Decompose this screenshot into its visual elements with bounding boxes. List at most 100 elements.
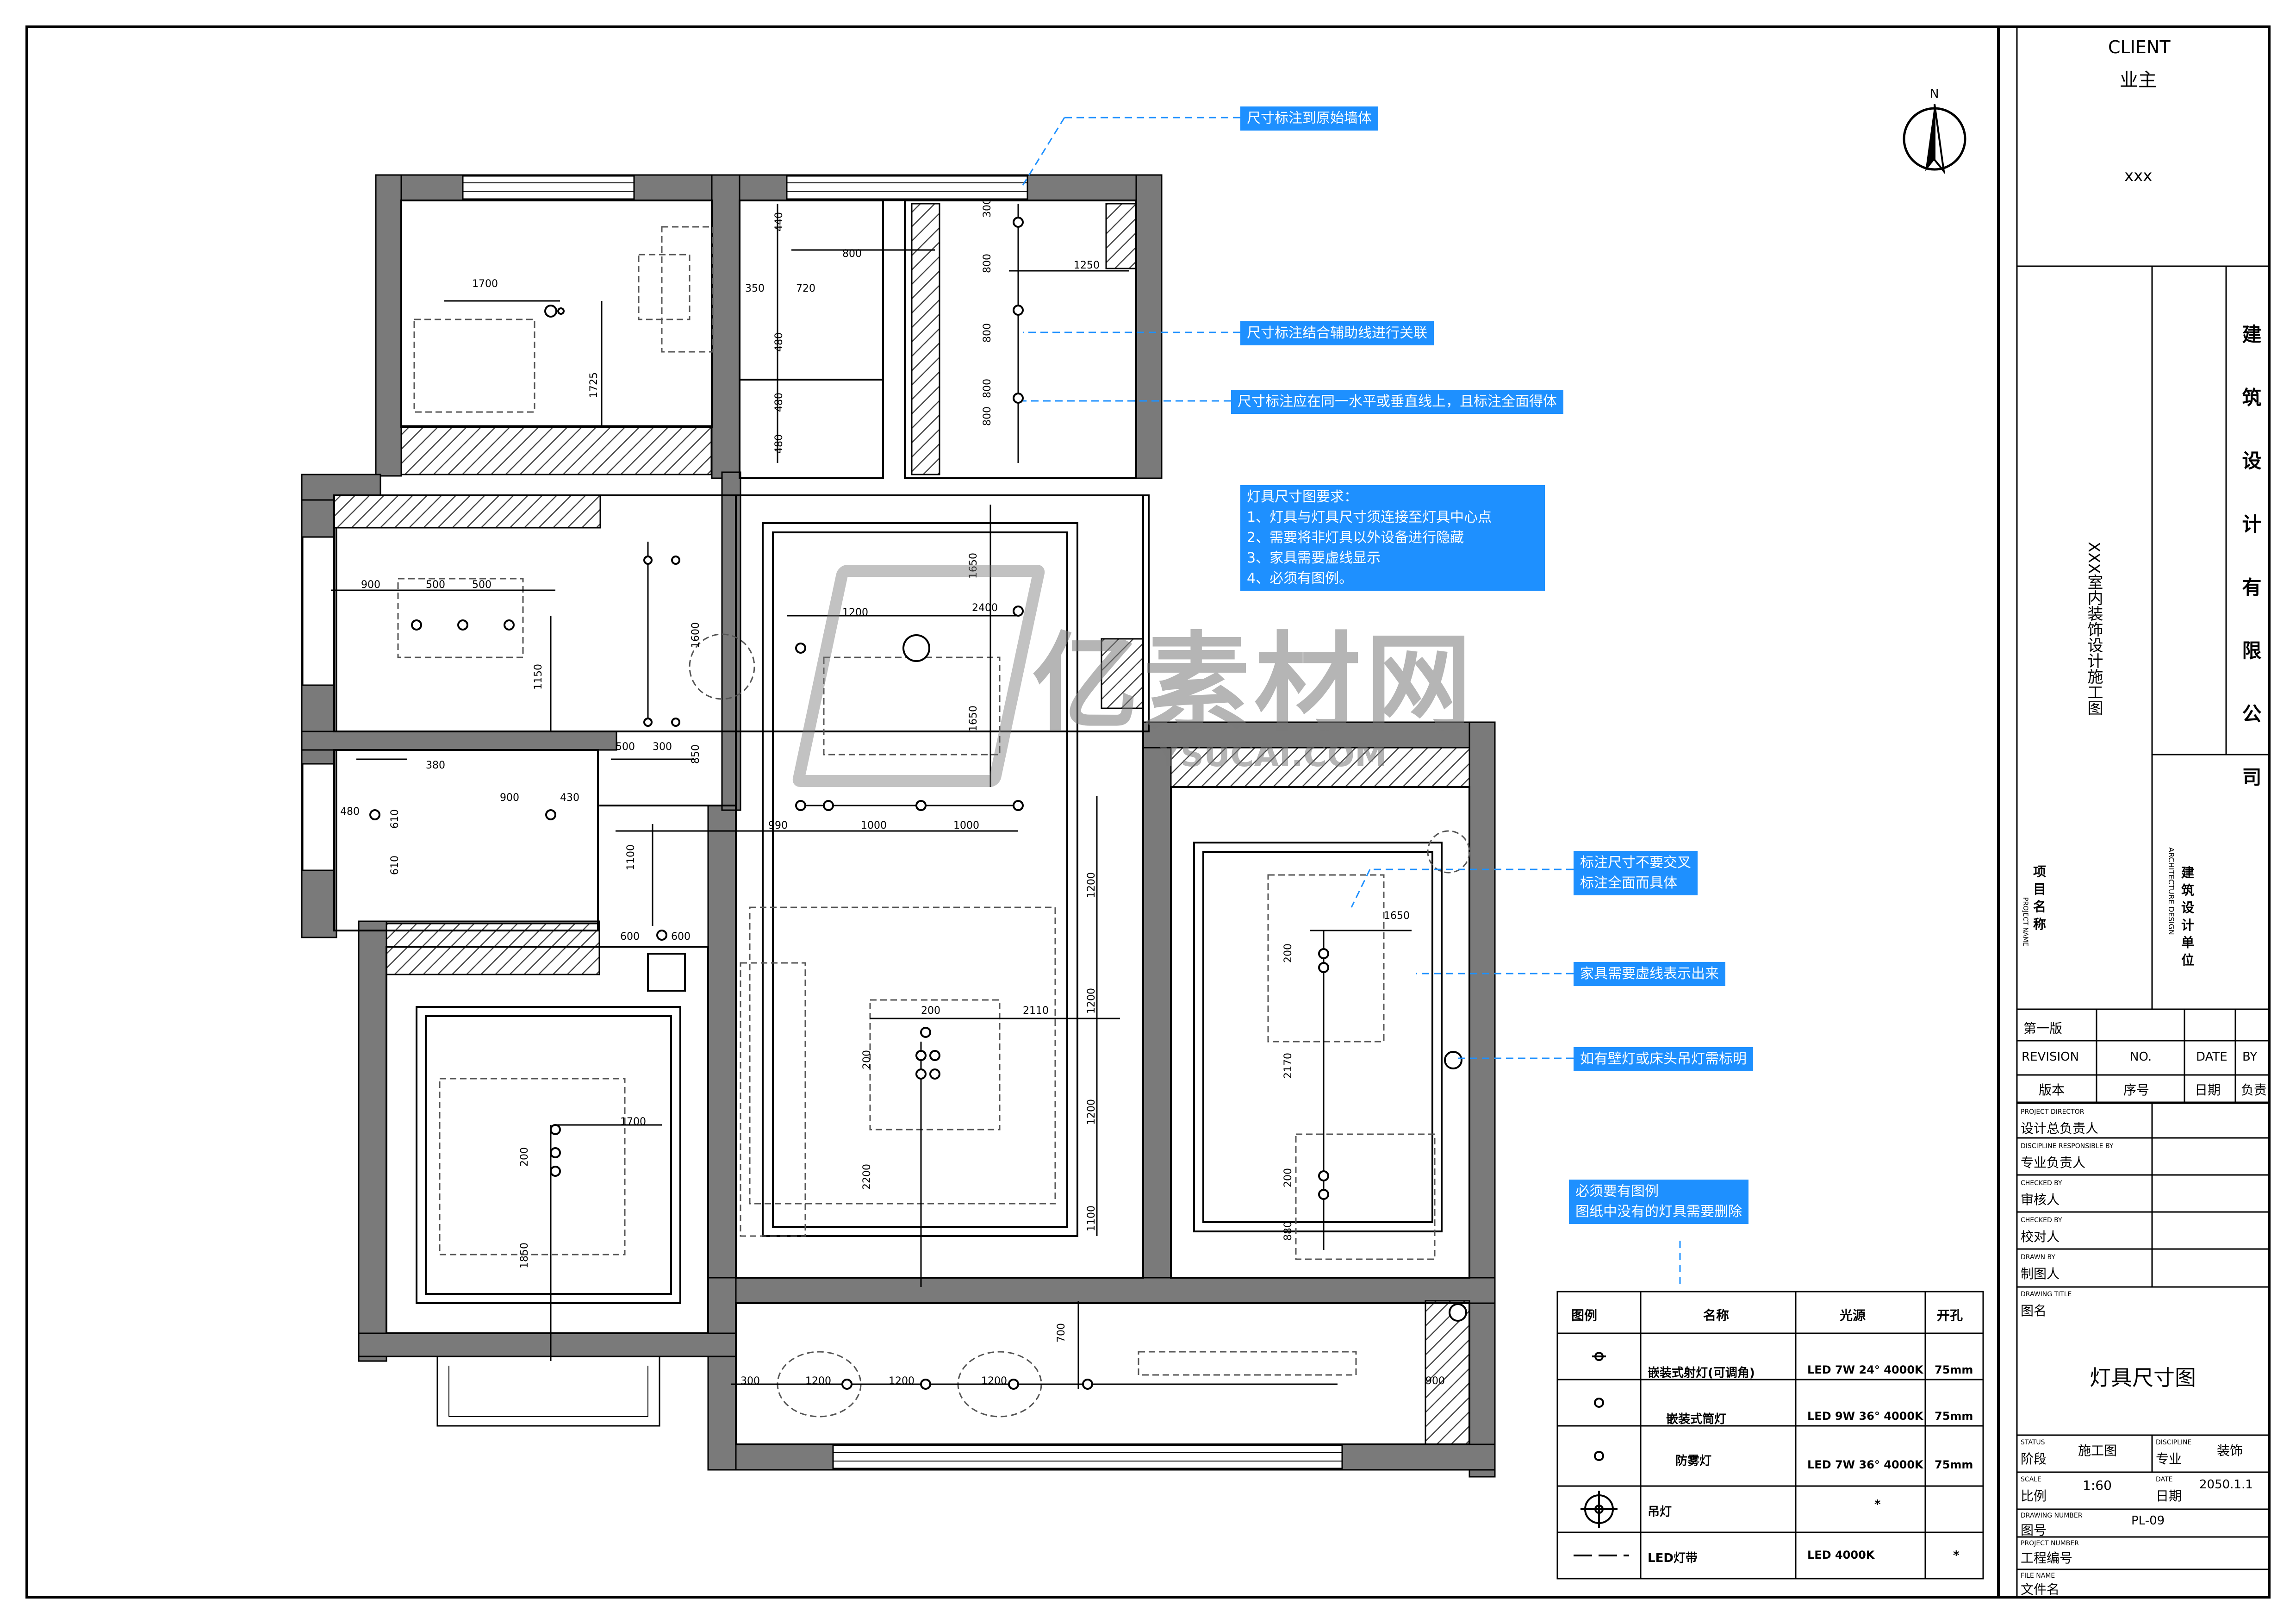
role-cn: 校对人 bbox=[2021, 1229, 2060, 1244]
role-en: DISCIPLINE RESPONSIBLE BY bbox=[2021, 1143, 2114, 1150]
dimension-label: 430 bbox=[560, 792, 579, 804]
discipline-cn: 专业 bbox=[2156, 1451, 2182, 1467]
role-cn: 审核人 bbox=[2021, 1192, 2060, 1207]
legend-row-name: 吊灯 bbox=[1648, 1505, 1672, 1519]
revision-first: 第一版 bbox=[2023, 1021, 2063, 1036]
dimension-label: 200 bbox=[1282, 1168, 1294, 1187]
dimension-label: 2400 bbox=[972, 602, 998, 614]
scale-value: 1:60 bbox=[2083, 1478, 2112, 1493]
revision-date-en: DATE bbox=[2196, 1050, 2228, 1064]
company-name: 建 筑 设 计 有 限 公 司 bbox=[2239, 324, 2262, 805]
client-name: xxx bbox=[2124, 167, 2153, 185]
status-cn: 阶段 bbox=[2021, 1451, 2047, 1467]
scale-cn: 比例 bbox=[2021, 1488, 2047, 1504]
dimension-label: 1850 bbox=[519, 1243, 530, 1268]
file-name-cn: 文件名 bbox=[2021, 1582, 2060, 1597]
dimension-labels: 1700 1725 440 800 720 350 480 480 480 300 800 1250 8… bbox=[340, 198, 1445, 1387]
discipline-value: 装饰 bbox=[2217, 1443, 2243, 1458]
drawing-number-en: DRAWING NUMBER bbox=[2021, 1512, 2083, 1519]
legend-header-hole: 开孔 bbox=[1937, 1308, 1963, 1323]
drawing-title-en: DRAWING TITLE bbox=[2021, 1291, 2072, 1298]
downlight-icon bbox=[1594, 1398, 1604, 1408]
note-dim-aligned: 尺寸标注应在同一水平或垂直线上，且标注全面得体 bbox=[1231, 390, 1563, 414]
antifog-light-icon bbox=[1594, 1451, 1604, 1461]
adjustable-spotlight-icon bbox=[1592, 1352, 1606, 1361]
dimension-label: 720 bbox=[796, 283, 815, 294]
dimension-label: 800 bbox=[982, 406, 993, 426]
dimension-label: 800 bbox=[842, 248, 862, 260]
status-en: STATUS bbox=[2021, 1439, 2045, 1446]
legend-row-hole: * bbox=[1953, 1549, 1960, 1562]
design-unit-en: ARCHITECTURE DESIGN bbox=[2167, 847, 2176, 935]
dimension-label: 850 bbox=[690, 744, 702, 764]
dimension-label: 1100 bbox=[625, 844, 637, 870]
dimension-label: 1200 bbox=[805, 1375, 831, 1387]
revision-by-cn: 负责 bbox=[2241, 1082, 2267, 1098]
legend-row-source: LED 7W 36° 4000K bbox=[1807, 1458, 1923, 1471]
legend-table bbox=[1556, 1291, 1984, 1580]
role-en: CHECKED BY bbox=[2021, 1217, 2062, 1224]
file-name-en: FILE NAME bbox=[2021, 1572, 2055, 1580]
dimension-label: 990 bbox=[768, 820, 788, 831]
dimension-label: 1600 bbox=[690, 622, 702, 648]
dimension-label: 200 bbox=[1282, 943, 1294, 963]
dimension-label: 800 bbox=[982, 254, 993, 273]
note-furniture-dashed: 家具需要虚线表示出来 bbox=[1574, 962, 1725, 986]
dimension-label: 1700 bbox=[620, 1116, 646, 1128]
dimension-label: 1250 bbox=[1074, 260, 1100, 271]
revision-no-en: NO. bbox=[2130, 1050, 2152, 1064]
client-label-cn: 业主 bbox=[2120, 69, 2157, 91]
project-number-en: PROJECT NUMBER bbox=[2021, 1540, 2079, 1547]
role-en: CHECKED BY bbox=[2021, 1180, 2062, 1187]
dimension-label: 2170 bbox=[1282, 1053, 1294, 1079]
dimension-label: 1650 bbox=[968, 706, 979, 731]
dimension-label: 1150 bbox=[533, 664, 544, 690]
legend-row-hole: 75mm bbox=[1935, 1363, 1973, 1376]
dimension-label: 380 bbox=[426, 760, 445, 771]
legend-row-name: 嵌装式筒灯 bbox=[1666, 1412, 1727, 1426]
dimension-label: 1100 bbox=[1086, 1206, 1097, 1231]
dimension-label: 2110 bbox=[1023, 1005, 1049, 1017]
dimension-label: 300 bbox=[982, 198, 993, 218]
date-value: 2050.1.1 bbox=[2199, 1478, 2253, 1492]
dimension-label: 1000 bbox=[861, 820, 887, 831]
dimension-label: 480 bbox=[773, 434, 785, 454]
design-unit-cn: 建 筑 设 计 单 位 bbox=[2179, 866, 2195, 966]
drawing-number-value: PL-09 bbox=[2131, 1514, 2165, 1528]
dimension-label: 200 bbox=[519, 1147, 530, 1167]
dimension-label: 300 bbox=[653, 741, 672, 753]
watermark-en: YSUCAI.COM bbox=[1157, 736, 1387, 774]
revision-head-cn: 版本 bbox=[2039, 1082, 2065, 1098]
note-no-cross: 标注尺寸不要交叉 标注全面而具体 bbox=[1574, 851, 1698, 895]
dimension-label: 200 bbox=[861, 1050, 873, 1069]
dimension-label: 880 bbox=[1282, 1221, 1294, 1241]
dimension-label: 440 bbox=[773, 212, 785, 231]
role-cn: 专业负责人 bbox=[2021, 1155, 2086, 1170]
dimension-label: 1725 bbox=[588, 372, 600, 398]
dimension-label: 480 bbox=[773, 332, 785, 352]
legend-row-hole: 75mm bbox=[1935, 1458, 1973, 1471]
dimension-label: 1000 bbox=[953, 820, 979, 831]
legend-row-source: LED 7W 24° 4000K bbox=[1807, 1363, 1923, 1376]
note-leaders bbox=[1022, 117, 1681, 1287]
status-value: 施工图 bbox=[2078, 1443, 2117, 1458]
dimension-label: 1200 bbox=[842, 607, 868, 618]
discipline-en: DISCIPLINE bbox=[2156, 1439, 2192, 1446]
date-cn: 日期 bbox=[2156, 1488, 2182, 1504]
project-number-cn: 工程编号 bbox=[2021, 1550, 2073, 1566]
north-arrow-icon bbox=[1903, 104, 1966, 175]
note-wall-lamp: 如有壁灯或床头吊灯需标明 bbox=[1574, 1047, 1753, 1071]
dimension-label: 610 bbox=[389, 856, 401, 875]
legend-row-source: * bbox=[1874, 1498, 1881, 1512]
legend-row-name: 防雾灯 bbox=[1675, 1454, 1712, 1468]
dimension-label: 1650 bbox=[968, 553, 979, 579]
dimension-label: 1700 bbox=[472, 278, 498, 290]
role-cn: 制图人 bbox=[2021, 1266, 2060, 1281]
note-requirements: 灯具尺寸图要求： 1、灯具与灯具尺寸须连接至灯具中心点 2、需要将非灯具以外设备… bbox=[1240, 485, 1545, 591]
dimension-label: 480 bbox=[773, 393, 785, 412]
project-title: XXX室内装饰设计施工图 bbox=[2084, 542, 2103, 716]
dimension-label: 1200 bbox=[1086, 872, 1097, 898]
dimension-label: 500 bbox=[426, 579, 445, 591]
dimension-label: 350 bbox=[745, 283, 765, 294]
